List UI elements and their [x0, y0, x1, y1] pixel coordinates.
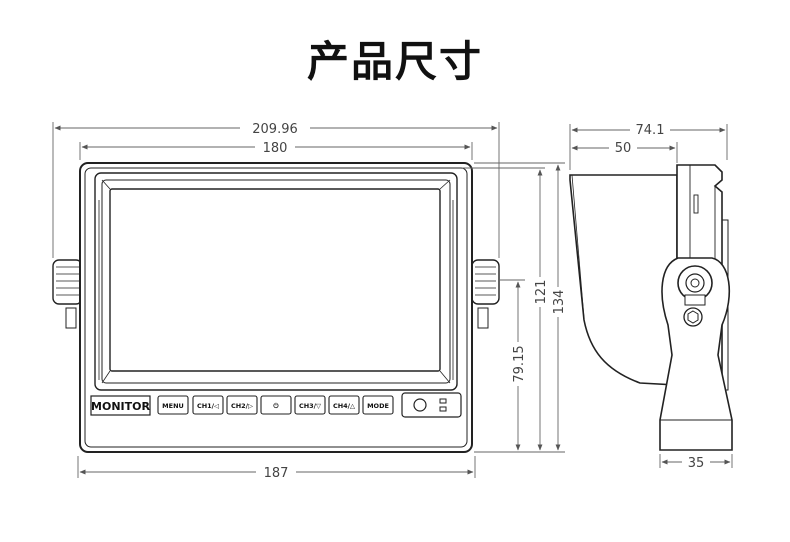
- button-label: MODE: [367, 402, 389, 410]
- button-mode[interactable]: MODE: [362, 395, 394, 415]
- dim-body-height: 121: [534, 280, 549, 305]
- dim-base-depth: 35: [688, 456, 705, 471]
- dim-depth: 74.1: [636, 123, 665, 138]
- button-power[interactable]: ⏻: [260, 395, 292, 415]
- button-label: CH1/◁: [197, 402, 219, 410]
- brand-label: MONITOR: [91, 400, 150, 413]
- front-view: MONITOR MENU CH1/◁ CH2/▷ ⏻ CH3/▽ CH4/△: [52, 162, 500, 453]
- dim-mount-height: 79.15: [512, 345, 527, 382]
- power-icon: ⏻: [273, 402, 279, 410]
- dim-body-width: 180: [263, 141, 288, 156]
- button-label: CH4/△: [333, 402, 355, 410]
- right-knob: [471, 259, 500, 329]
- sensor-panel: [401, 392, 462, 418]
- side-dimension-labels: 74.1 50 35: [609, 122, 710, 471]
- button-ch2-right[interactable]: CH2/▷: [226, 395, 258, 415]
- side-view: [569, 164, 733, 451]
- button-label: CH2/▷: [231, 402, 253, 410]
- button-ch3-down[interactable]: CH3/▽: [294, 395, 326, 415]
- monitor-housing: [79, 162, 473, 453]
- button-ch1-left[interactable]: CH1/◁: [192, 395, 224, 415]
- side-bolt: [683, 307, 703, 327]
- dim-base-width: 187: [264, 466, 289, 481]
- sunshade-hood: [569, 174, 678, 386]
- mount-bracket: [659, 257, 733, 451]
- button-label: MENU: [162, 402, 184, 410]
- left-knob: [52, 259, 83, 329]
- button-menu[interactable]: MENU: [157, 395, 189, 415]
- button-ch4-up[interactable]: CH4/△: [328, 395, 360, 415]
- screen: [109, 188, 441, 372]
- front-dimension-labels: 209.96 180 187 121 134 79.15: [240, 121, 567, 481]
- dim-overall-height: 134: [552, 290, 567, 315]
- dim-hood-depth: 50: [615, 141, 632, 156]
- button-label: CH3/▽: [299, 402, 321, 410]
- dim-overall-width: 209.96: [252, 122, 298, 137]
- page-title: 产品尺寸: [306, 37, 483, 86]
